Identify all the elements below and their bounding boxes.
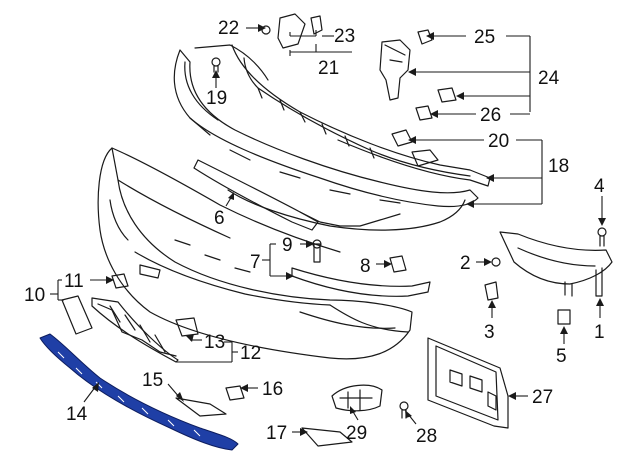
- callout-1: 1: [594, 322, 605, 343]
- bumper-cover-part: [97, 147, 413, 360]
- fog-lamp-bezel-part: [484, 227, 613, 325]
- callout-3: 3: [484, 322, 495, 343]
- callout-18: 18: [548, 156, 569, 177]
- fasteners-part: [211, 57, 221, 73]
- callout-13: 13: [204, 332, 225, 353]
- upper-reinforcement-part: [173, 44, 491, 231]
- skid-trim-part: [175, 385, 353, 447]
- callout-16: 16: [262, 379, 283, 400]
- callout-10: 10: [24, 285, 45, 306]
- callout-4: 4: [594, 176, 605, 197]
- callout-7: 7: [250, 252, 261, 273]
- callout-26: 26: [480, 105, 501, 126]
- callout-12: 12: [240, 343, 261, 364]
- callout-24: 24: [538, 68, 560, 89]
- callout-28: 28: [416, 426, 437, 447]
- side-bracket-part: [379, 29, 457, 167]
- absorber-strip-part: [193, 159, 319, 231]
- callout-14: 14: [66, 404, 88, 425]
- upper-bracket-part: [243, 13, 471, 177]
- clip-part: [389, 255, 407, 273]
- callout-5: 5: [556, 346, 567, 367]
- callout-labels: 22 23 21 19 25 24 26 20 18 6 7 9 8 2 4 3…: [24, 18, 605, 447]
- callout-8: 8: [360, 256, 371, 277]
- callout-29: 29: [346, 423, 367, 444]
- callout-11: 11: [64, 271, 84, 292]
- callout-21: 21: [318, 58, 339, 79]
- callout-23: 23: [334, 26, 355, 47]
- callout-20: 20: [488, 131, 509, 152]
- callout-25: 25: [474, 27, 495, 48]
- callout-6: 6: [214, 208, 225, 229]
- callout-15: 15: [142, 370, 163, 391]
- lower-valance-highlighted-part: [39, 333, 239, 451]
- callout-27: 27: [532, 387, 553, 408]
- callout-17: 17: [266, 423, 287, 444]
- callout-9: 9: [282, 235, 293, 256]
- callout-2: 2: [460, 253, 471, 274]
- tow-hook-part: [331, 384, 409, 419]
- leader-lines: [50, 24, 606, 436]
- callout-22: 22: [218, 18, 239, 39]
- license-plate-bracket-part: [427, 337, 509, 429]
- callout-19: 19: [206, 88, 227, 109]
